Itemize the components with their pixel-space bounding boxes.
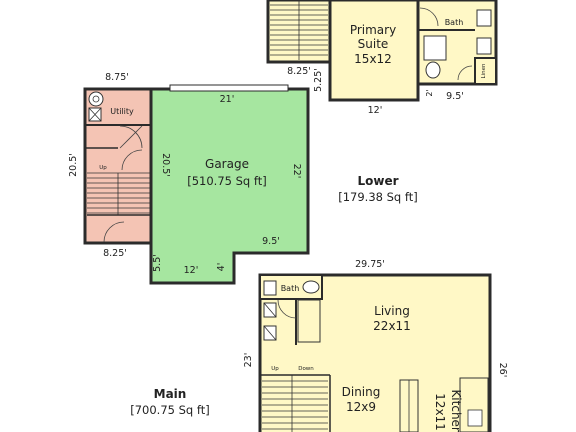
garage-room — [149, 87, 310, 285]
water-heater-icon — [88, 91, 104, 107]
living-size: 22x11 — [373, 319, 411, 333]
stairs-utility — [87, 172, 150, 215]
dim-gar-12: 12' — [184, 265, 199, 276]
stair-up-main: Up — [271, 366, 279, 372]
dim-gar-5-5: 5.5' — [152, 254, 163, 272]
door-swing-top — [419, 7, 439, 27]
primary-suite-room — [328, 0, 420, 102]
primary-suite-block: Primary Suite 15x12 Bath Linen 8.25' 5.2… — [266, 0, 498, 116]
dim-top-9-5: 9.5' — [446, 91, 464, 102]
primary-suite-line1: Primary — [350, 23, 396, 37]
bath-top-label: Bath — [445, 18, 464, 27]
main-floor-block: Bath Living 22x11 Dining 12x9 Kitchen 12… — [243, 259, 508, 432]
dim-main-29-75: 29.75' — [355, 259, 385, 270]
dim-gar-21: 21' — [220, 94, 235, 105]
door-swing-util-bottom — [103, 221, 125, 243]
primary-suite-line2: Suite — [358, 37, 389, 51]
garage-door — [169, 84, 289, 92]
door-leaf-utility — [119, 125, 143, 149]
main-title: Main — [154, 387, 187, 401]
garage-area: [510.75 Sq ft] — [187, 174, 266, 188]
utility-label: Utility — [110, 107, 134, 116]
door-swing-util-mid — [121, 149, 143, 171]
stairs-top — [270, 0, 328, 60]
door-swing-main-bath — [277, 299, 297, 319]
toilet-main — [302, 280, 320, 294]
vanity-main — [263, 280, 277, 296]
primary-suite-size: 15x12 — [354, 52, 392, 66]
furnace-x2 — [88, 107, 102, 122]
shower-top — [423, 35, 447, 61]
dim-gar-9-5: 9.5' — [262, 236, 280, 247]
main-area: [700.75 Sq ft] — [130, 403, 209, 417]
dim-gar-4: 4' — [216, 263, 227, 272]
kitchen-size: 12x11 — [433, 393, 447, 431]
kitchen-sink — [467, 409, 483, 427]
dim-top-8-25: 8.25' — [287, 66, 311, 77]
lower-title: Lower — [357, 174, 398, 188]
water-heater-inner — [92, 95, 100, 103]
linen-closet — [474, 57, 497, 85]
kitchen-label: Kitchen — [449, 389, 463, 432]
door-swing-top-2 — [457, 65, 473, 81]
dim-util-20-5: 20.5' — [68, 153, 79, 177]
vanity-top-2 — [476, 37, 492, 55]
dim-util-8-25: 8.25' — [103, 248, 127, 259]
bath-main-label: Bath — [281, 284, 300, 293]
vanity-top-1 — [476, 9, 492, 27]
dim-main-26: 26' — [497, 363, 508, 378]
dim-top-12: 12' — [368, 105, 383, 116]
dining-size: 12x9 — [346, 400, 376, 414]
stair-down-main: Down — [298, 366, 314, 372]
toilet-top — [425, 61, 441, 79]
kitchen-wall-counter — [459, 377, 489, 432]
dim-top-5-25: 5.25' — [313, 68, 324, 92]
dim-main-23: 23' — [243, 353, 254, 368]
lower-area: [179.38 Sq ft] — [338, 190, 417, 204]
cabinet-main-1-x — [263, 302, 277, 318]
closet-main — [297, 299, 321, 343]
stair-up-utility: Up — [99, 165, 107, 171]
garage-label: Garage — [205, 157, 249, 171]
living-label: Living — [374, 304, 410, 318]
dim-gar-20-5: 20.5' — [160, 153, 171, 177]
dining-label: Dining — [342, 385, 381, 399]
dim-util-8-75: 8.75' — [105, 72, 129, 83]
dim-gar-22: 22' — [291, 164, 302, 179]
linen-label: Linen — [481, 63, 487, 78]
dim-top-2: 2' — [425, 89, 434, 96]
garage-block: Utility Up Garage [510.75 Sq ft] 8.75' 2… — [68, 72, 310, 285]
cabinet-main-2-x — [263, 325, 277, 341]
